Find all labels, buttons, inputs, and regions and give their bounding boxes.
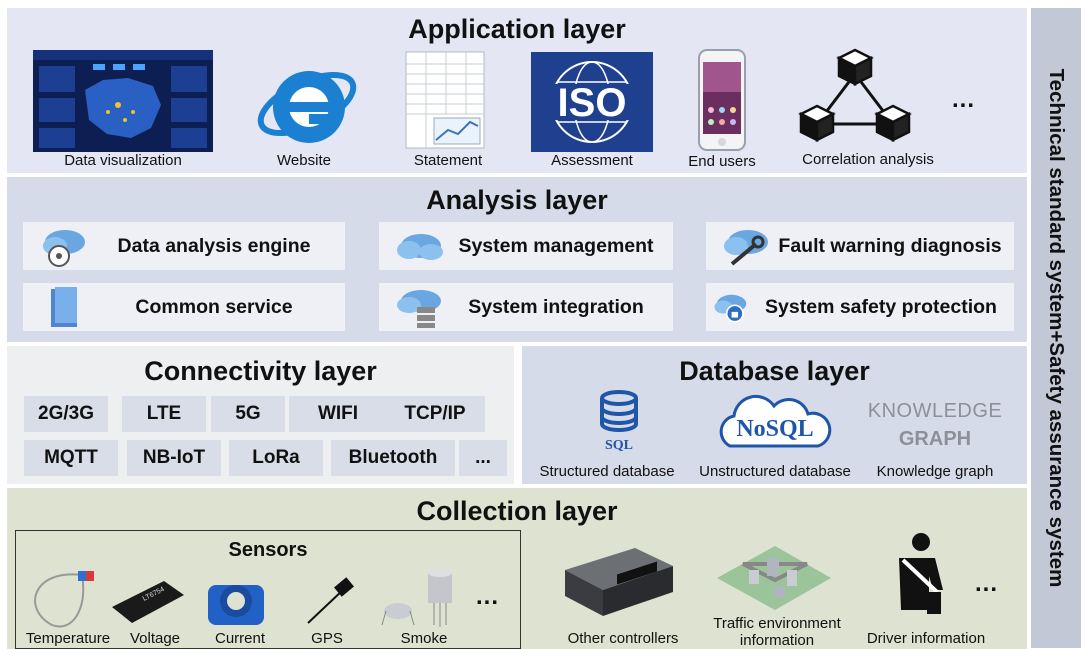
- analysis-label-system-integration: System integration: [468, 295, 644, 318]
- analysis-label-fault-warning-diagnosis: Fault warning diagnosis: [778, 234, 1002, 257]
- db-caption-knowledge-graph: Knowledge graph: [876, 463, 994, 480]
- analysis-label-data-analysis-engine: Data analysis engine: [117, 234, 311, 257]
- city-map-icon: [713, 540, 835, 614]
- app-caption-end-users: End users: [688, 153, 756, 170]
- dashboard-icon: [33, 50, 213, 152]
- smartphone-icon: [697, 48, 747, 152]
- collection-layer-title: Collection layer: [416, 496, 618, 526]
- nosql-logo-text: NoSQL: [736, 416, 814, 442]
- collection-caption-traffic-environment: Traffic environment information: [713, 615, 841, 649]
- analysis-box-common-service: Common service: [23, 283, 345, 331]
- analysis-box-fault-warning-diagnosis: Fault warning diagnosis: [706, 222, 1014, 270]
- svg-text:ISO: ISO: [558, 81, 627, 125]
- app-caption-assessment: Assessment: [551, 152, 633, 169]
- protocol-chip: 2G/3G: [24, 396, 108, 432]
- spreadsheet-icon: [404, 50, 488, 152]
- analysis-box-data-analysis-engine: Data analysis engine: [23, 222, 345, 270]
- database-layer: Database layer SQL NoSQL KNOWLEDGE GRAPH…: [522, 346, 1027, 484]
- app-caption-website: Website: [277, 152, 331, 169]
- cloud-lock-icon: [714, 294, 747, 323]
- db-caption-unstructured: Unstructured database: [699, 463, 851, 480]
- graph-logo-text: GRAPH: [898, 428, 972, 450]
- sensor-caption-voltage: Voltage: [129, 630, 181, 647]
- connectivity-layer-title: Connectivity layer: [144, 356, 377, 386]
- seatbelt-driver-icon: [891, 532, 951, 624]
- controller-unit-icon: [557, 540, 677, 622]
- analysis-box-system-management: System management: [379, 222, 673, 270]
- sql-logo-text: SQL: [604, 438, 633, 453]
- nosql-cloud-icon: [710, 394, 840, 456]
- side-bar: Technical standard system+Safety assuran…: [1031, 8, 1081, 648]
- protocol-chip: MQTT: [24, 440, 118, 476]
- collection-more: ...: [975, 570, 999, 597]
- sensor-caption-smoke: Smoke: [400, 630, 448, 647]
- protocol-chip: WIFI: [289, 396, 387, 432]
- internet-explorer-icon: [257, 52, 357, 152]
- protocol-chip: LTE: [122, 396, 206, 432]
- analysis-layer-title: Analysis layer: [426, 185, 608, 215]
- side-label: Technical standard system+Safety assuran…: [1045, 68, 1068, 588]
- app-caption-correlation-analysis: Correlation analysis: [802, 151, 934, 168]
- folder-icon: [51, 287, 77, 327]
- cubes-icon: [795, 44, 915, 152]
- sensors-title: Sensors: [228, 539, 308, 561]
- smoke-sensor-icon: [378, 569, 462, 629]
- application-more: ...: [952, 86, 976, 113]
- analysis-box-system-safety-protection: System safety protection: [706, 283, 1014, 331]
- current-sensor-icon: [204, 571, 268, 629]
- app-caption-statement: Statement: [413, 152, 483, 169]
- protocol-chip: TCP/IP: [385, 396, 485, 432]
- database-layer-title: Database layer: [679, 356, 870, 386]
- connectivity-layer: Connectivity layer 2G/3G LTE 5G WIFI TCP…: [7, 346, 514, 484]
- analysis-layer: Analysis layer Data analysis engine Syst…: [7, 177, 1027, 342]
- collection-caption-driver-information: Driver information: [866, 630, 986, 647]
- analysis-label-common-service: Common service: [135, 295, 293, 318]
- sensor-caption-temperature: Temperature: [25, 630, 111, 647]
- sensors-group: Sensors LT6754: [15, 530, 521, 649]
- sql-database-icon: [594, 390, 644, 438]
- sensor-caption-gps: GPS: [311, 630, 343, 647]
- knowledge-logo-text: KNOWLEDGE: [867, 400, 1003, 422]
- temperature-sensor-icon: [22, 569, 102, 629]
- iso-logo-icon: ISO: [531, 52, 653, 152]
- cloud-icon: [397, 234, 443, 260]
- sensors-more: ...: [476, 583, 500, 610]
- collection-layer: Collection layer Sensors LT6754: [7, 488, 1027, 649]
- protocol-chip: LoRa: [229, 440, 323, 476]
- protocol-chip: NB-IoT: [127, 440, 221, 476]
- application-layer: Application layer Data visualization Web…: [7, 8, 1027, 173]
- voltage-chip-icon: LT6754: [108, 577, 188, 627]
- sensor-caption-current: Current: [214, 630, 266, 647]
- application-layer-title: Application layer: [408, 14, 626, 44]
- cloud-wrench-icon: [724, 230, 768, 266]
- analysis-label-system-management: System management: [458, 234, 654, 257]
- analysis-box-system-integration: System integration: [379, 283, 673, 331]
- app-caption-data-visualization: Data visualization: [64, 152, 182, 169]
- db-caption-structured: Structured database: [539, 463, 675, 480]
- analysis-label-system-safety-protection: System safety protection: [765, 295, 997, 318]
- cloud-server-icon: [397, 290, 441, 328]
- protocol-more-chip: ...: [459, 440, 507, 476]
- cloud-gear-icon: [43, 230, 85, 267]
- protocol-chip: Bluetooth: [331, 440, 455, 476]
- gps-antenna-icon: [302, 577, 358, 627]
- protocol-chip: 5G: [211, 396, 285, 432]
- collection-caption-other-controllers: Other controllers: [567, 630, 679, 647]
